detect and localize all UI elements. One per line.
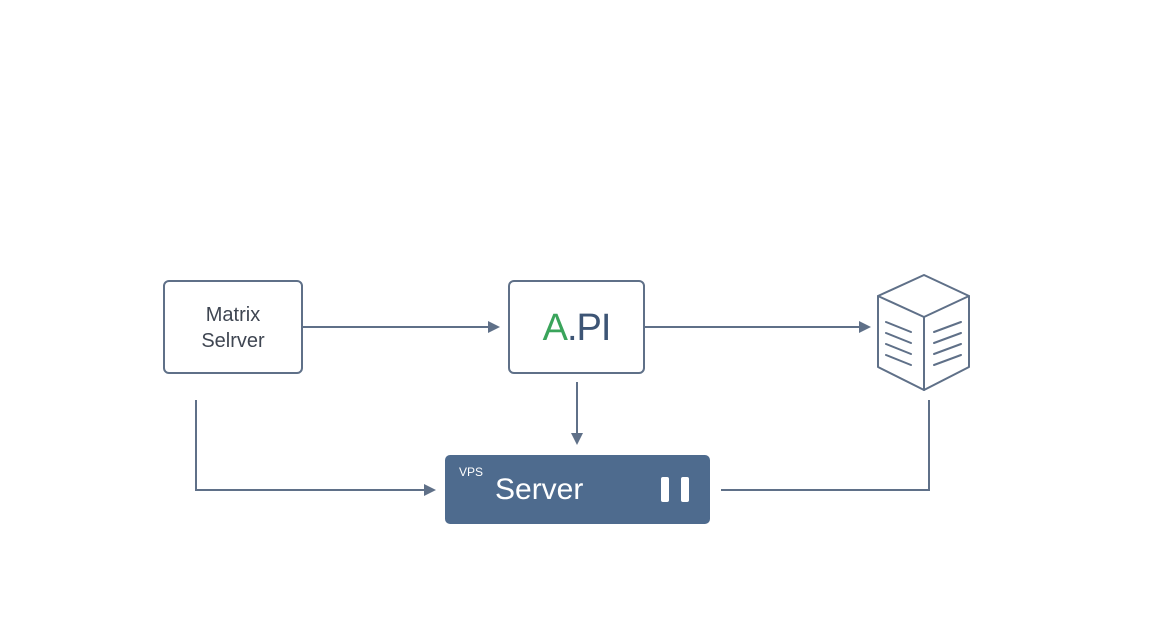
matrix-server-label: Matrix Selrver [201,304,265,352]
status-led-icon [681,477,689,502]
api-label: A.PI [510,306,643,350]
edge-storage-to-vps [721,400,930,491]
vps-tag: VPS [459,465,484,479]
api-node: A.PI [508,280,645,374]
api-label-accent: A [542,307,568,349]
edge-matrix-to-vps [195,400,436,496]
matrix-server-node: Matrix Selrver [163,280,303,374]
status-led-icon [661,477,669,502]
api-label-rest: .PI [566,307,611,349]
vps-server-node: VPS Server [445,455,710,524]
vps-server-title: Server [495,473,584,506]
server-cube-icon [877,274,970,391]
